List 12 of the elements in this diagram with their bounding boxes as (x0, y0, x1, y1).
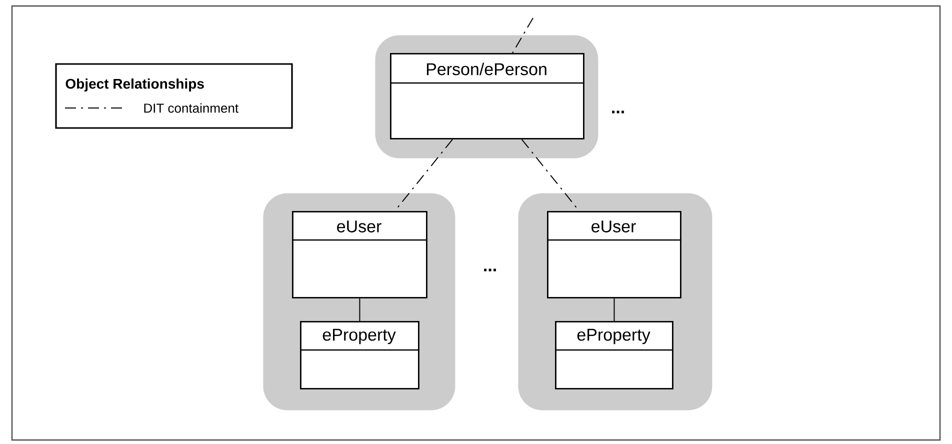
connector-line (512, 18, 534, 54)
connector-line (359, 298, 360, 322)
class-box: eUser (292, 211, 428, 298)
class-box: Person/ePerson (390, 53, 584, 140)
class-box: eUser (547, 211, 682, 298)
ellipsis: ... (484, 268, 496, 272)
class-box: eProperty (555, 321, 674, 390)
class-box: eProperty (300, 321, 420, 390)
legend-title: Object Relationships (66, 78, 204, 92)
ellipsis: ... (612, 110, 624, 114)
legend-text: DIT containment (144, 103, 238, 113)
connector-line (614, 298, 615, 322)
